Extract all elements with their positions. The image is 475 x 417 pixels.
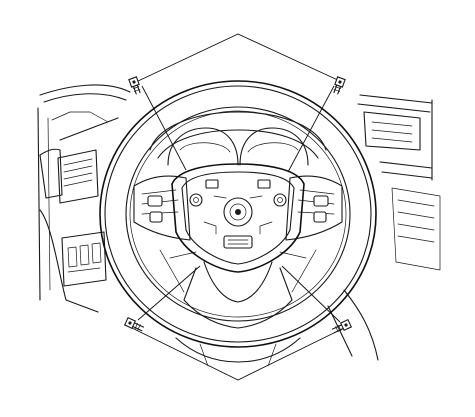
fastener-top-right xyxy=(333,76,346,95)
steering-hub xyxy=(171,163,305,273)
right-spoke-button xyxy=(313,195,329,207)
fastener-bottom-right xyxy=(331,318,353,334)
fastener-bottom-left xyxy=(123,316,145,332)
leader-lines xyxy=(131,33,345,381)
left-spoke-button xyxy=(149,211,163,223)
left-spoke-button xyxy=(147,195,163,207)
dashboard-background xyxy=(37,84,441,361)
steering-wheel-rim xyxy=(99,80,377,348)
steering-column xyxy=(175,337,301,367)
right-spoke-button xyxy=(313,211,327,223)
steering-wheel-spokes xyxy=(133,175,343,329)
fastener-top-left xyxy=(128,76,141,95)
